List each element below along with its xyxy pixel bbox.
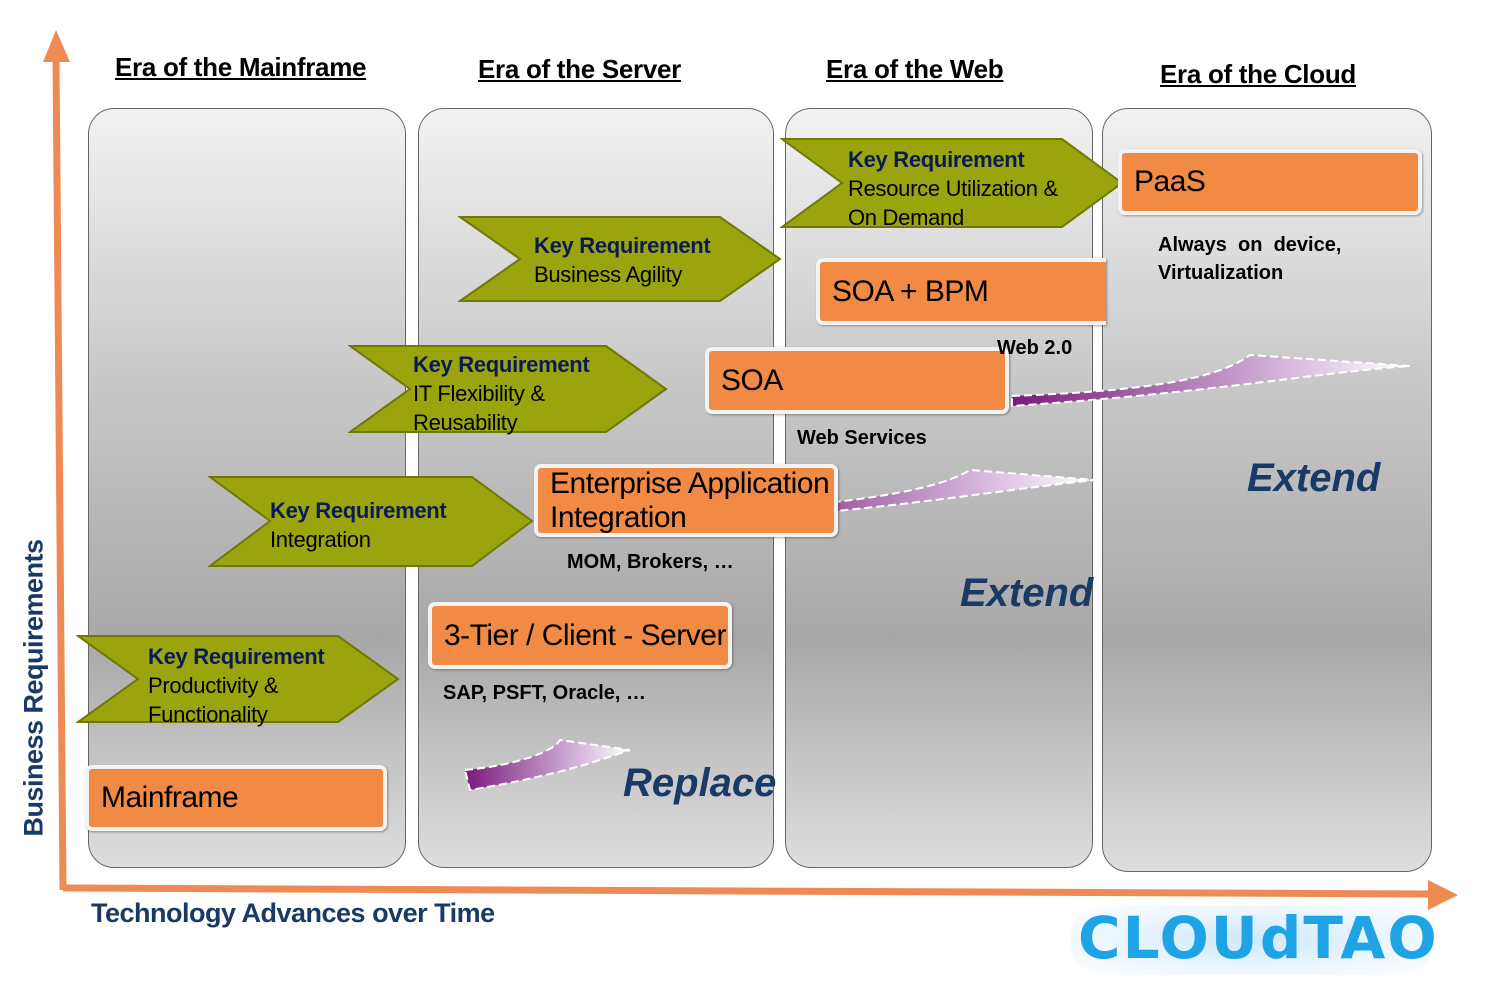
note-sap: SAP, PSFT, Oracle, … <box>443 682 647 704</box>
chevron-shape <box>780 138 1124 228</box>
era-title-server: Era of the Server <box>478 54 681 84</box>
requirement-chevron-productivity: Key Requirement Productivity & Functiona… <box>76 634 401 727</box>
requirement-heading: Key Requirement <box>534 233 711 258</box>
requirement-heading: Key Requirement <box>270 498 447 523</box>
requirement-line: On Demand <box>848 205 964 230</box>
swoosh-extend-cloud <box>1011 353 1411 408</box>
tech-box-three-tier: 3-Tier / Client - Server <box>428 602 732 669</box>
verb-replace: Replace <box>623 761 777 805</box>
note-cloud-line1: Always on device, <box>1158 234 1342 256</box>
requirement-line: Integration <box>270 527 371 552</box>
y-axis-label: Business Requirements <box>18 539 49 837</box>
note-web-services: Web Services <box>797 427 927 449</box>
requirement-line: Reusability <box>413 410 518 435</box>
requirement-chevron-flexibility: Key Requirement IT Flexibility & Reusabi… <box>348 344 670 437</box>
chevron-shape <box>348 345 668 433</box>
chevron-shape <box>458 216 782 302</box>
era-title-cloud: Era of the Cloud <box>1160 59 1356 89</box>
requirement-chevron-integration: Key Requirement Integration <box>208 475 536 568</box>
requirement-text: Key Requirement IT Flexibility & Reusabi… <box>413 350 590 437</box>
tech-box-eai-line1: Enterprise Application <box>550 466 830 500</box>
requirement-line: Productivity & <box>148 673 279 698</box>
requirement-heading: Key Requirement <box>848 147 1025 172</box>
requirement-text: Key Requirement Resource Utilization & O… <box>848 145 1058 232</box>
chevron-shape <box>76 635 400 723</box>
requirement-line: Business Agility <box>534 262 683 287</box>
era-title-web: Era of the Web <box>826 54 1004 84</box>
column-cloud <box>1102 108 1432 872</box>
requirement-heading: Key Requirement <box>413 352 590 377</box>
requirement-text: Key Requirement Business Agility <box>534 231 711 289</box>
chevron-shape <box>208 476 534 567</box>
logo-backdrop <box>1070 905 1435 975</box>
requirement-chevron-agility: Key Requirement Business Agility <box>458 215 783 303</box>
note-mom: MOM, Brokers, … <box>567 551 734 573</box>
tech-box-eai: Enterprise Application Integration <box>534 464 838 537</box>
verb-extend-cloud: Extend <box>1247 456 1381 500</box>
requirement-text: Key Requirement Productivity & Functiona… <box>148 642 325 729</box>
era-title-mainframe: Era of the Mainframe <box>115 52 367 82</box>
tech-box-soa: SOA <box>705 347 1009 414</box>
tech-box-paas: PaaS <box>1118 149 1422 215</box>
requirement-line: IT Flexibility & <box>413 381 545 406</box>
tech-box-soa-bpm: SOA + BPM <box>816 258 1106 325</box>
tech-box-eai-line2: Integration <box>550 500 687 534</box>
requirement-text: Key Requirement Integration <box>270 496 447 554</box>
swoosh-replace <box>463 738 631 792</box>
logo-cloudtao: CLOUdTAO <box>1078 904 1439 972</box>
note-cloud-line2: Virtualization <box>1158 262 1284 284</box>
note-cloud: Always on device, Virtualization <box>1158 231 1341 287</box>
requirement-heading: Key Requirement <box>148 644 325 669</box>
requirement-line: Resource Utilization & <box>848 176 1058 201</box>
x-axis-label: Technology Advances over Time <box>91 898 495 928</box>
verb-extend-web: Extend <box>960 571 1094 615</box>
requirement-line: Functionality <box>148 702 268 727</box>
tech-box-mainframe: Mainframe <box>85 765 387 831</box>
requirement-chevron-resource: Key Requirement Resource Utilization & O… <box>780 137 1125 232</box>
note-web20: Web 2.0 <box>997 337 1073 359</box>
